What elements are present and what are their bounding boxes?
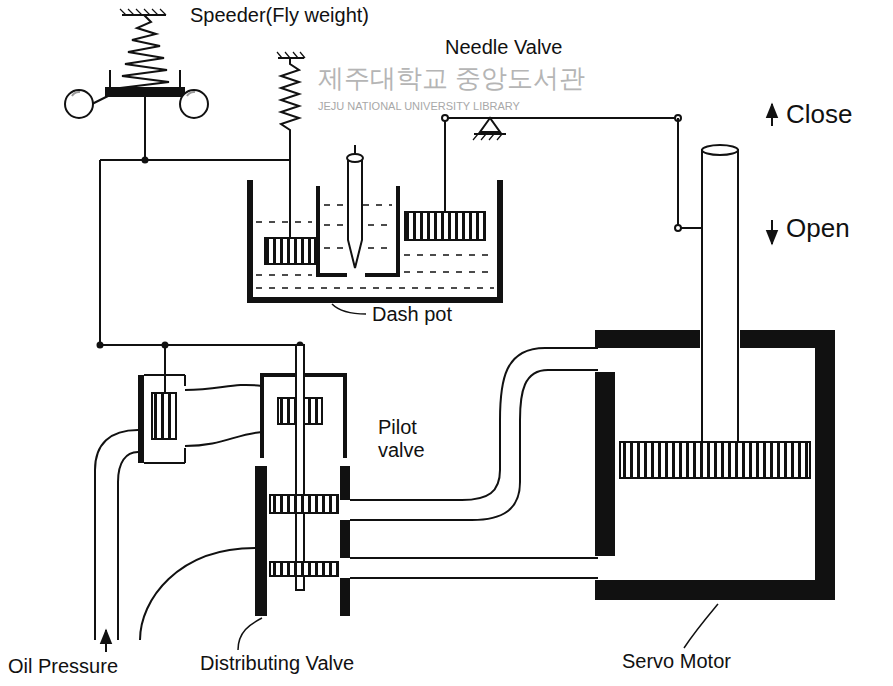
- part-label: Needle Valve: [445, 36, 562, 59]
- part-label: Distributing Valve: [200, 652, 354, 675]
- part-label: Servo Motor: [622, 650, 731, 673]
- part-label: Dash pot: [372, 303, 452, 326]
- part-label: Pilot valve: [378, 416, 448, 462]
- part-label: Oil Pressure: [8, 655, 118, 678]
- part-label: Speeder(Fly weight): [190, 4, 369, 27]
- watermark-text: JEJU NATIONAL UNIVERSITY LIBRARY: [318, 100, 520, 113]
- direction-label: Close: [786, 100, 852, 130]
- direction-label: Open: [786, 214, 850, 244]
- watermark-text: 제주대학교 중앙도서관: [318, 64, 585, 94]
